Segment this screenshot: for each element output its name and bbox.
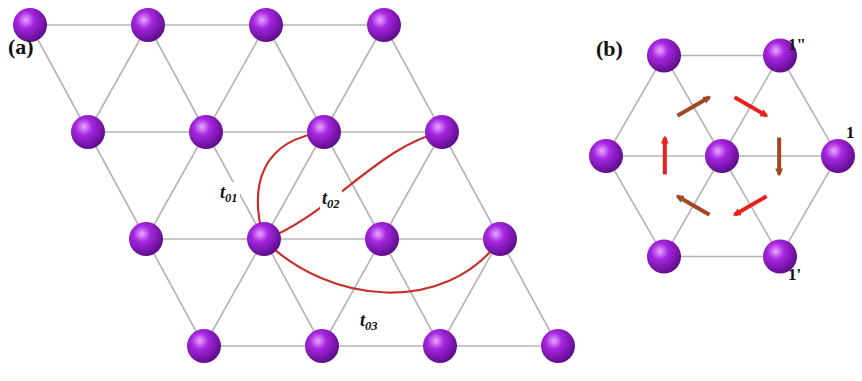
bond-line — [88, 25, 148, 132]
hex-edge — [664, 256, 780, 258]
flux-arrow — [735, 97, 767, 115]
bond-line — [206, 132, 264, 239]
flux-arrow — [677, 97, 709, 115]
panel-label: (a) — [8, 36, 34, 58]
bond-line — [384, 25, 442, 132]
atom-sphere — [423, 329, 457, 363]
hopping-label: t02 — [320, 188, 342, 211]
bond-line — [440, 239, 500, 346]
atom-sphere — [247, 222, 281, 256]
bond-line — [266, 24, 384, 26]
site-label: 1" — [788, 36, 806, 53]
bond-line — [322, 345, 440, 347]
hex-edge — [606, 56, 664, 156]
atom-sphere — [187, 329, 221, 363]
bond-line — [30, 25, 88, 132]
flux-arrow — [663, 138, 667, 175]
bond-line — [30, 24, 148, 26]
bond-line — [442, 132, 500, 239]
atom-sphere — [367, 8, 401, 42]
bond-line — [146, 239, 204, 346]
atom-sphere — [129, 222, 163, 256]
bond-line — [88, 132, 146, 239]
atom-sphere — [541, 329, 575, 363]
bond-line — [324, 132, 382, 239]
bond-line — [264, 238, 382, 240]
hex-spoke — [722, 156, 780, 256]
bond-line — [206, 131, 324, 133]
atom-sphere — [131, 8, 165, 42]
atom-sphere — [189, 115, 223, 149]
bond-line — [264, 132, 324, 239]
atom-sphere — [425, 115, 459, 149]
bond-line — [500, 239, 558, 346]
atom-sphere — [71, 115, 105, 149]
bond-line — [382, 238, 500, 240]
atom-sphere — [647, 39, 681, 73]
bond-line — [324, 25, 384, 132]
hex-edge — [606, 156, 664, 256]
bond-line — [382, 132, 442, 239]
atom-sphere — [589, 139, 623, 173]
hex-spoke — [722, 56, 780, 156]
bond-line — [266, 25, 324, 132]
atom-sphere — [483, 222, 517, 256]
flux-arrow — [735, 196, 767, 214]
atom-sphere — [647, 239, 681, 273]
bond-line — [148, 24, 266, 26]
hex-edge — [780, 156, 838, 256]
bond-line — [148, 25, 206, 132]
bond-line — [206, 25, 266, 132]
atom-sphere — [705, 139, 739, 173]
hex-edge — [780, 56, 838, 156]
flux-arrow — [677, 196, 709, 214]
atom-sphere — [365, 222, 399, 256]
bond-line — [204, 239, 264, 346]
bond-line — [146, 238, 264, 240]
atom-sphere — [307, 115, 341, 149]
hopping-label: t01 — [218, 182, 240, 205]
bond-line — [264, 239, 322, 346]
flux-arrow — [777, 138, 781, 175]
hopping-label: t03 — [358, 310, 380, 333]
bond-line — [88, 131, 206, 133]
bond-line — [440, 345, 558, 347]
bond-line — [146, 132, 206, 239]
bond-line — [324, 131, 442, 133]
panel-label: (b) — [596, 38, 623, 60]
atom-sphere — [249, 8, 283, 42]
site-label: 1 — [846, 124, 855, 141]
atom-sphere — [821, 139, 855, 173]
hex-edge — [664, 55, 780, 57]
atom-sphere — [305, 329, 339, 363]
site-label: 1' — [788, 266, 801, 283]
hex-spoke — [664, 56, 722, 156]
hex-spoke — [664, 156, 722, 256]
bond-line — [204, 345, 322, 347]
